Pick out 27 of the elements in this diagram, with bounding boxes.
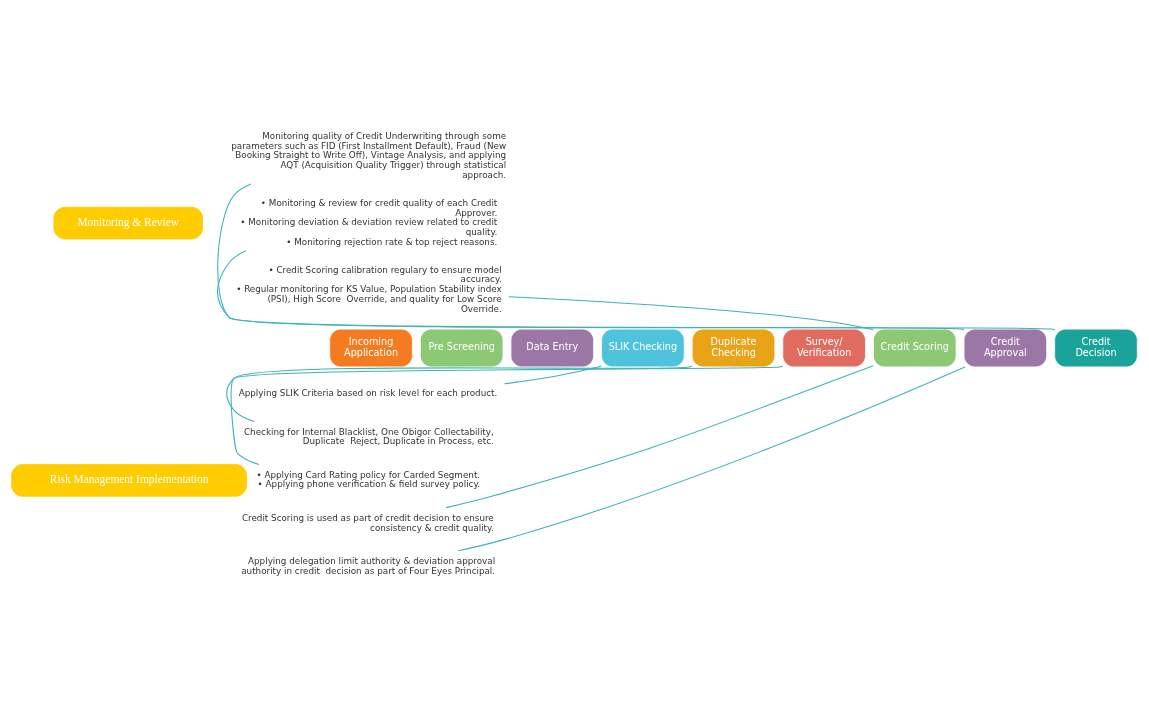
node-box: Credit Approval — [963, 328, 1048, 368]
connector — [503, 365, 602, 385]
node-box: Credit Scoring — [872, 328, 957, 368]
node-text: • Applying Card Rating policy for Carded Segment. • Applying phone verification & field survey policy. — [256, 469, 481, 490]
node-text: • Monitoring & review for credit quality of each Credit Approver. • Monitoring deviation & deviation review related to credit quality. • Monitoring rejection rate & top reject reasons. — [240, 197, 498, 247]
node-text: Applying delegation limit authority & deviation approval authority in credit decision as part of Four Eyes Principal. — [241, 556, 496, 576]
node-box: Duplicate Checking — [691, 328, 776, 368]
node-box: Survey/ Verification — [782, 328, 866, 368]
connector — [217, 183, 1056, 331]
connector — [445, 365, 874, 509]
node-text: Monitoring quality of Credit Underwriting through some parameters such as FID (First Installment Default), Fraud (New Booking Straight to Write Off), Vintage Analysis, and applying AQT (Acquisition Quality Trigger) through statistical approach. — [231, 131, 507, 180]
node-box: Risk Management Implementation — [11, 464, 247, 497]
node-box: Credit Decision — [1054, 328, 1138, 368]
node-box: Incoming Application — [329, 328, 413, 368]
node-box: Data Entry — [510, 328, 595, 368]
connector — [230, 365, 784, 466]
connector — [226, 365, 693, 422]
node-text: Applying SLIK Criteria based on risk level for each product. — [238, 388, 498, 399]
connector — [508, 296, 874, 331]
node-box: Pre Screening — [419, 328, 504, 368]
node-text: Credit Scoring is used as part of credit decision to ensure consistency & credit quality. — [241, 512, 494, 533]
node-text: Checking for Internal Blacklist, One Obigor Collectability, Duplicate Reject, Duplicate in Process, etc. — [243, 426, 494, 447]
node-box: Monitoring & Review — [53, 206, 203, 240]
node-text: • Credit Scoring calibration regulary to ensure model accuracy. • Regular monitoring for KS Value, Population Stability index (PSI), High Score Override, and quality for Low Score Override. — [236, 264, 502, 314]
node-box: SLIK Checking — [601, 328, 685, 368]
connector — [457, 366, 966, 552]
connector — [216, 250, 965, 331]
